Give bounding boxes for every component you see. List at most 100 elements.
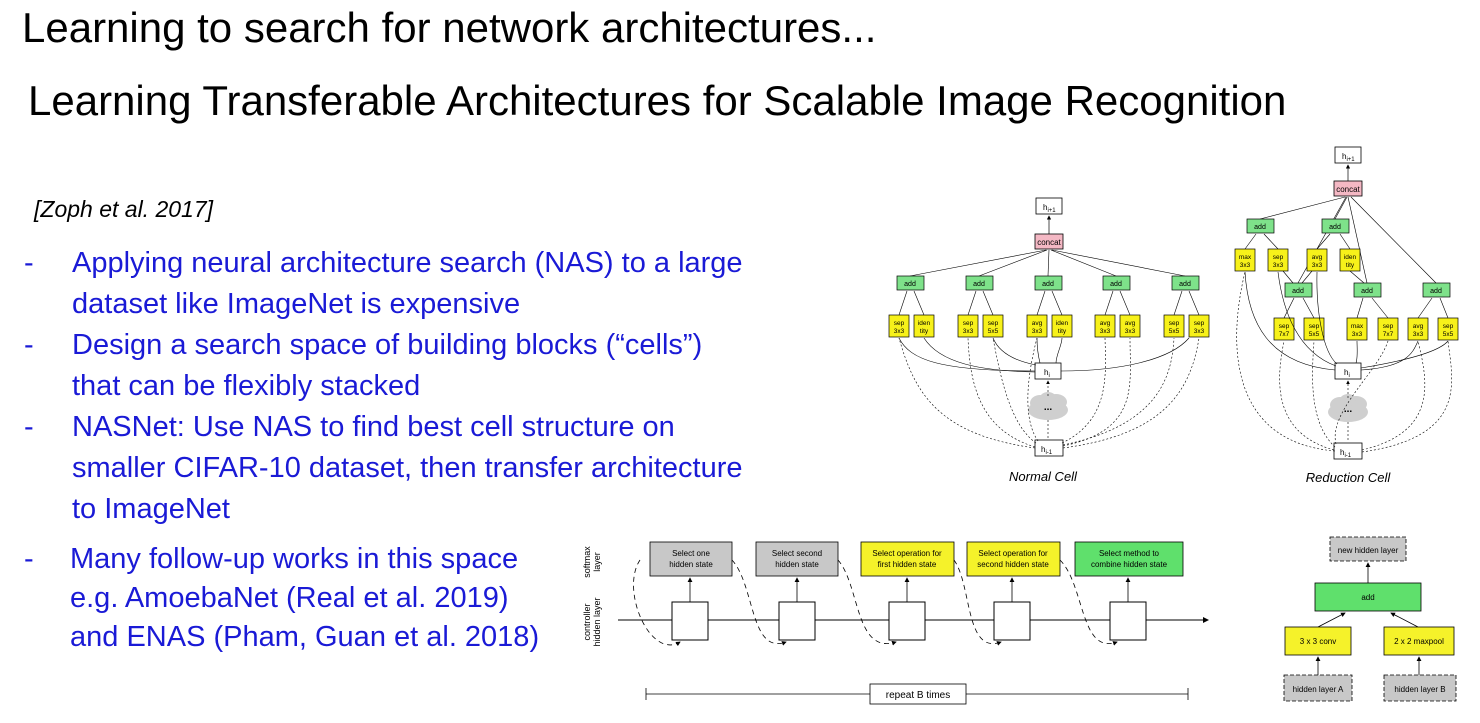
normal-op-label: sep [963,320,974,327]
bullet-item: - Many follow-up works in this space e.g… [20,540,580,657]
normal-op-label: 3x3 [1100,328,1111,335]
reduction-op-label: avg [1312,254,1323,261]
step-label: Select second [772,549,822,558]
normal-op-label: 3x3 [894,328,905,335]
step-label: hidden state [669,560,713,569]
repeat-label: repeat B times [886,690,950,701]
reduction-op-label: tity [1346,262,1355,269]
reduction-op-label: sep [1279,323,1290,330]
normal-add-label: add [904,281,916,288]
step-label: Select method to [1099,549,1160,558]
normal-op-label: tity [920,328,929,335]
normal-op-label: avg [1100,320,1111,327]
reduction-op-label: 3x3 [1240,262,1251,269]
reduction-op-label: avg [1413,323,1424,330]
maxpool-node [1383,626,1455,656]
reduction-add-label: add [1430,288,1442,295]
reduction-op-label: max [1351,323,1364,330]
reduction-op-label: max [1239,254,1252,261]
conv-node [1284,626,1352,656]
reduction-op-node [1267,248,1289,272]
normal-op-label: avg [1125,320,1136,327]
paper-title: Learning Transferable Architectures for … [28,77,1287,124]
reduction-add-node [1321,218,1350,234]
reduction-op-node [1407,317,1429,341]
svg-text:...: ... [1344,404,1353,415]
bullet-list: - Applying neural architecture search (N… [20,243,810,657]
reduction-add-node [1422,282,1451,298]
normal-op-label: avg [1032,320,1043,327]
bullet-dash: - [24,329,34,361]
new-hidden-layer-node [1329,536,1407,562]
reduction-op-node [1437,317,1459,341]
normal-add-nodes [896,275,1200,291]
reduction-add-node [1246,218,1275,234]
step-label: Select one [672,549,710,558]
reduction-op-label: 3x3 [1312,262,1323,269]
reduction-op-label: 3x3 [1413,331,1424,338]
step-label: Select operation for [978,549,1048,558]
reduction-hi-node [1334,362,1362,380]
reduction-add-label: add [1254,224,1266,231]
reduction-op-node [1303,317,1325,341]
reduction-op-node [1346,317,1368,341]
softmax-layer-label: softmaxlayer [582,546,602,578]
step-box [1074,541,1184,577]
controller-steps [649,541,1184,577]
reduction-op-label: sep [1383,323,1394,330]
block-add-label: add [1361,593,1374,602]
block-diagram: new hidden layer add 3 x 3 conv 2 x 2 ma… [1283,536,1457,702]
reduction-op-label: 5x5 [1443,331,1454,338]
bullet-item: - NASNet: Use NAS to find best cell stru… [20,407,810,530]
normal-op-label: tity [1058,328,1067,335]
bullet-dash: - [24,411,34,443]
normal-op-label: iden [1056,320,1069,327]
normal-concat-label: concat [1037,238,1061,247]
reduction-op-label: iden [1344,254,1357,261]
rnn-cells [671,601,1147,641]
normal-output-node [1035,197,1063,215]
reduction-hprev-label: hi-1 [1340,448,1352,459]
reduction-add-label: add [1292,288,1304,295]
bullet-item: - Applying neural architecture search (N… [20,243,810,325]
reduction-op-label: 3x3 [1352,331,1363,338]
controller-hidden-layer-label: controllerhidden layer [582,597,602,646]
step-box [860,541,955,577]
step-label: Select operation for [872,549,942,558]
hidden-layer-b-node [1383,674,1457,702]
bullet-item: - Design a search space of building bloc… [20,325,810,407]
normal-op-label: sep [988,320,999,327]
normal-add-label: add [973,281,985,288]
step-label: combine hidden state [1091,560,1168,569]
hidden-layer-a-node [1283,674,1353,702]
reduction-output-node [1334,146,1362,164]
reduction-cell-caption: Reduction Cell [1306,470,1392,485]
maxpool-label: 2 x 2 maxpool [1394,637,1444,646]
normal-op-label: 5x5 [988,328,999,335]
bullet-text: NASNet: Use NAS to find best cell struct… [72,411,743,525]
normal-hprev-label: hi-1 [1041,445,1053,456]
reduction-add-label: add [1361,288,1373,295]
normal-add-label: add [1110,281,1122,288]
step-label: second hidden state [977,560,1049,569]
normal-op-label: 3x3 [1125,328,1136,335]
normal-op-label: 3x3 [1032,328,1043,335]
normal-add-label: add [1042,281,1054,288]
reduction-op-node [1306,248,1328,272]
reduction-op-node [1273,317,1295,341]
normal-op-label: 5x5 [1169,328,1180,335]
normal-cell-diagram: hi+1 concat add add add add add [888,197,1210,484]
normal-hi-label: hi [1044,368,1050,379]
repeat-box [869,683,967,705]
controller-diagram: softmaxlayer controllerhidden layer Sele… [582,541,1209,705]
step-label: hidden state [775,560,819,569]
reduction-concat-node [1333,180,1363,197]
reduction-op-label: sep [1309,323,1320,330]
reduction-output-label: hi+1 [1342,152,1355,163]
slide-title: Learning to search for network architect… [22,4,877,51]
bullet-dash: - [24,247,34,279]
reduction-op-label: sep [1273,254,1284,261]
normal-op-label: sep [894,320,905,327]
normal-op-nodes [888,314,1210,338]
reduction-add-node [1284,282,1313,298]
